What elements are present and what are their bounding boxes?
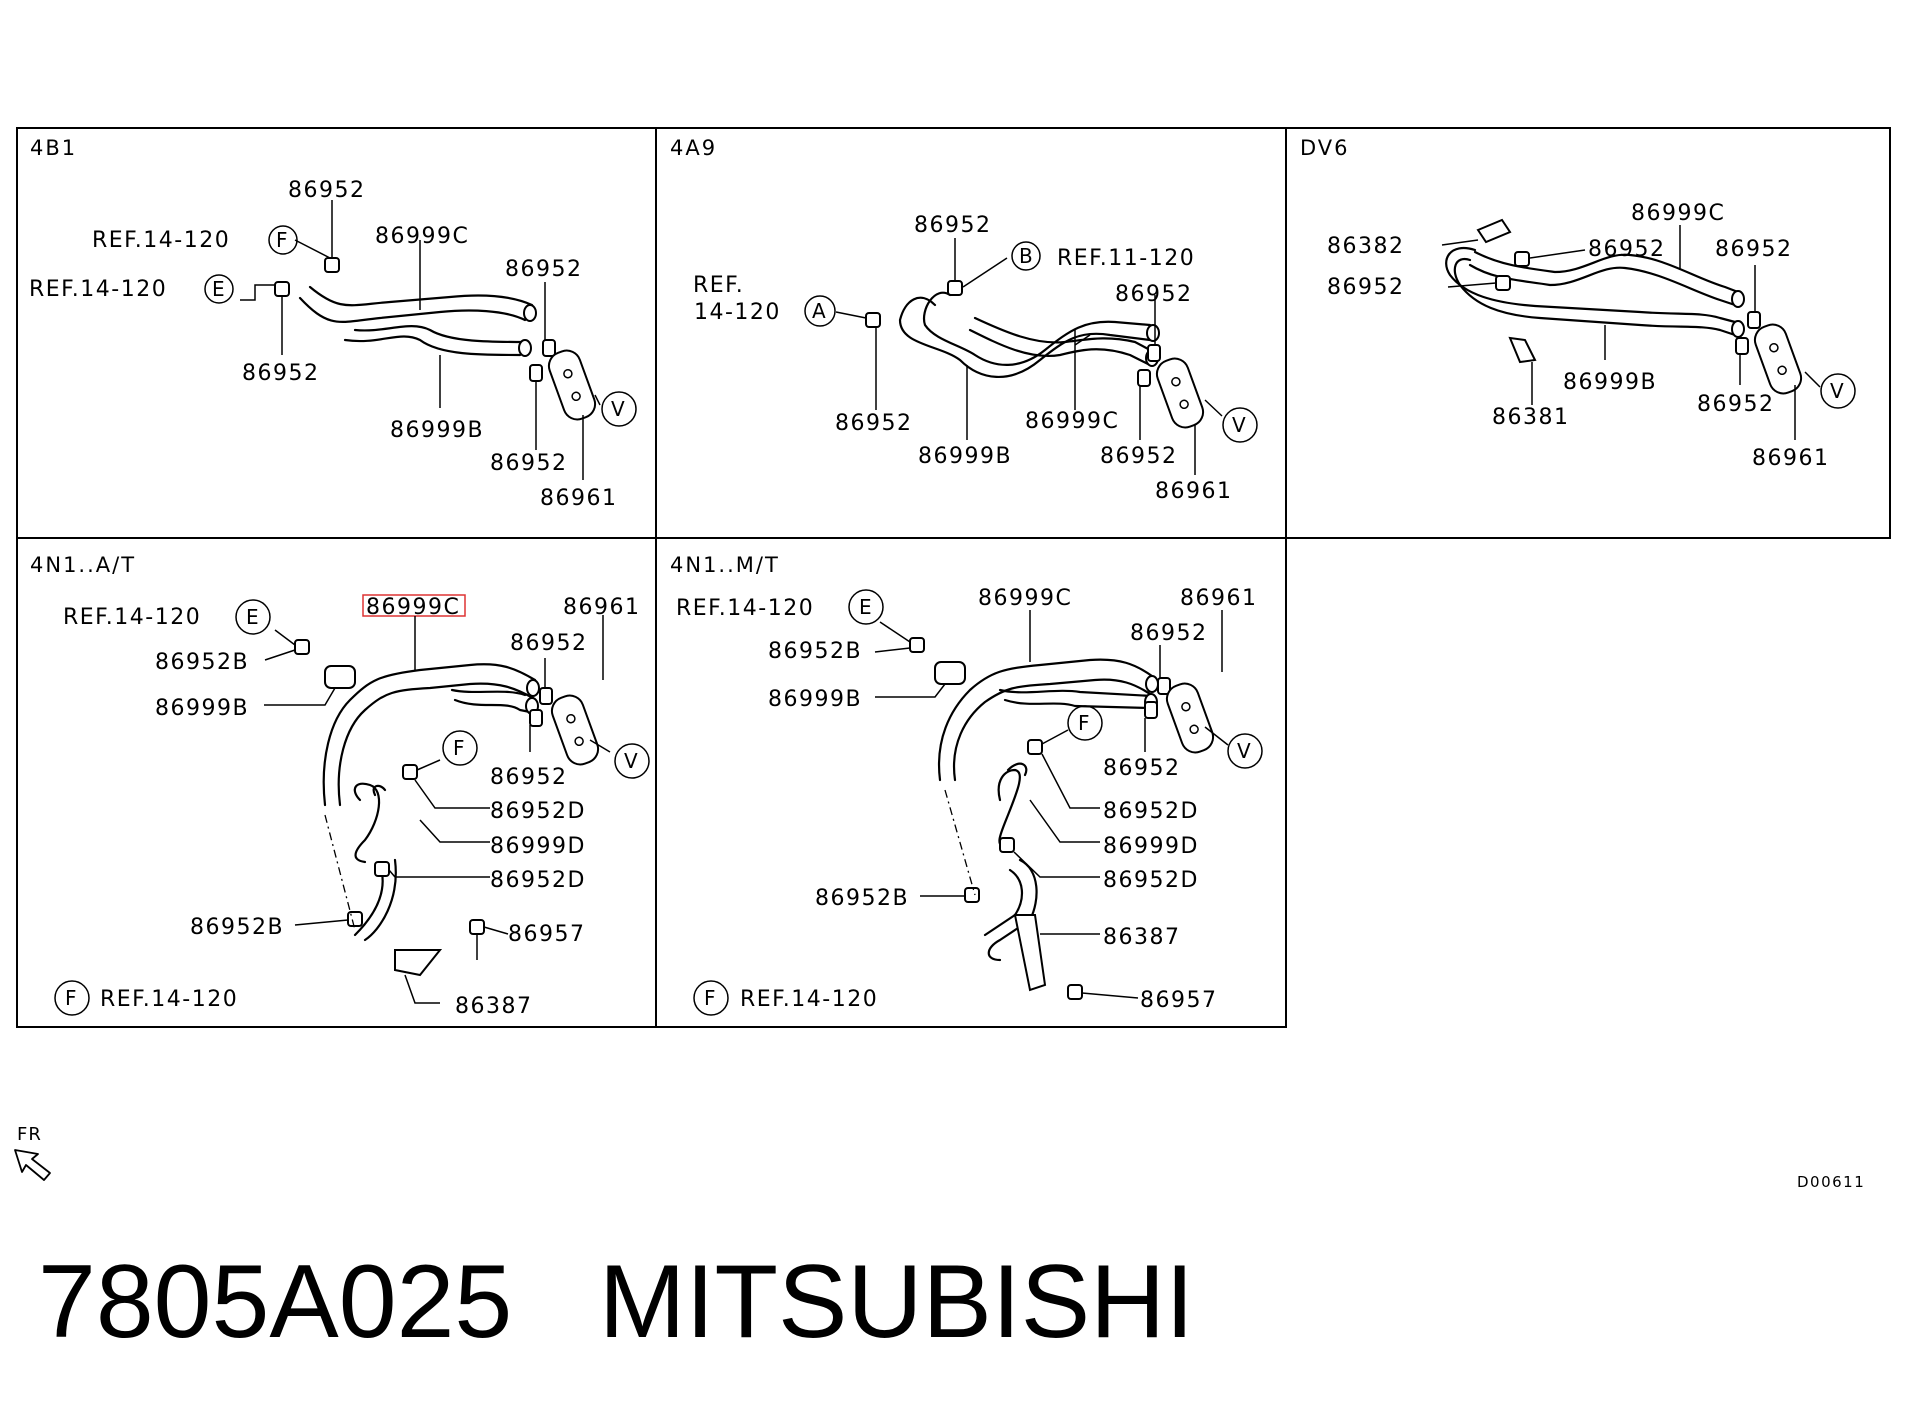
label: REF.11-120 — [1057, 246, 1195, 271]
label: 86952 — [510, 631, 588, 656]
label: 86952D — [490, 868, 586, 893]
ref-circle-label: B — [1019, 244, 1033, 268]
label: 86999C — [366, 595, 460, 620]
panel-dv6: DV6 86382 86999C 86952 86952 869 — [1300, 136, 1856, 471]
ref-circle-label: V — [1830, 379, 1844, 403]
panel-title: 4B1 — [30, 136, 77, 160]
panel-title: 4N1..A/T — [30, 553, 136, 577]
fr-label: FR — [17, 1124, 42, 1145]
panel-title: DV6 — [1300, 136, 1350, 160]
part-number-caption: 7805A025 MITSUBISHI — [38, 1244, 1195, 1360]
drawing-code: D00611 — [1797, 1173, 1865, 1191]
ref-circle-label: F — [65, 986, 77, 1010]
label: REF.14-120 — [92, 228, 230, 253]
label: 86952B — [815, 886, 909, 911]
ref-circle-label: E — [212, 277, 225, 301]
label: REF.14-120 — [100, 987, 238, 1012]
label: 86999B — [390, 418, 484, 443]
label: 86999C — [1025, 409, 1119, 434]
front-arrow-icon: FR — [14, 1124, 51, 1181]
label: 86952B — [768, 639, 862, 664]
label: 86952 — [1697, 392, 1775, 417]
label: 86961 — [563, 595, 641, 620]
panel-4b1: 4B1 86952 REF.14-120 — [29, 136, 637, 511]
label: 86961 — [1155, 479, 1233, 504]
panel-4n1-mt: 4N1..M/T — [670, 553, 1263, 1016]
label: 86961 — [1180, 586, 1258, 611]
label: 86999C — [375, 224, 469, 249]
label: 86952B — [155, 650, 249, 675]
label: REF.14-120 — [29, 277, 167, 302]
label: 86952 — [242, 361, 320, 386]
ref-circle-label: F — [453, 736, 465, 760]
label: 86999B — [155, 696, 249, 721]
label: 86957 — [508, 922, 586, 947]
panel-4n1-at: 4N1..A/T — [30, 553, 650, 1019]
panel-title: 4N1..M/T — [670, 553, 780, 577]
label: 86952D — [490, 799, 586, 824]
label: 86999B — [768, 687, 862, 712]
label: 86961 — [1752, 446, 1830, 471]
ref-circle-label: F — [1078, 711, 1090, 735]
label: 86999B — [1563, 370, 1657, 395]
label: 86387 — [1103, 925, 1181, 950]
label: 86952 — [1103, 756, 1181, 781]
label: 86957 — [1140, 988, 1218, 1013]
highlight-box — [362, 594, 466, 617]
label: 86952 — [1327, 275, 1405, 300]
label: REF.14-120 — [676, 596, 814, 621]
label: 86999C — [1631, 201, 1725, 226]
label: 86952 — [1130, 621, 1208, 646]
ref-circle-label: E — [859, 595, 872, 619]
label: 86382 — [1327, 234, 1405, 259]
label: 86952 — [1115, 282, 1193, 307]
label: REF.14-120 — [740, 987, 878, 1012]
label: 86952 — [914, 213, 992, 238]
ref-circle-label: V — [624, 749, 638, 773]
label: 86999D — [490, 834, 586, 859]
label: 86952 — [288, 178, 366, 203]
ref-circle-label: V — [1232, 413, 1246, 437]
label: 86952 — [1588, 237, 1666, 262]
ref-circle-label: F — [704, 986, 716, 1010]
label: REF.14-120 — [63, 605, 201, 630]
label: 86387 — [455, 994, 533, 1019]
label: 86952 — [1715, 237, 1793, 262]
ref-circle-label: V — [611, 397, 625, 421]
ref-circle-label: A — [812, 299, 826, 323]
label: 86952B — [190, 915, 284, 940]
label: 86952 — [835, 411, 913, 436]
label: 86952D — [1103, 799, 1199, 824]
panel-4a9: 4A9 86952 REF.11-120 REF. 14-12 — [670, 136, 1258, 504]
ref-circle-label: V — [1237, 739, 1251, 763]
label: 86961 — [540, 486, 618, 511]
panel-title: 4A9 — [670, 136, 717, 160]
label: 14-120 — [694, 300, 781, 325]
ref-circle-label: E — [246, 605, 259, 629]
label: 86999C — [978, 586, 1072, 611]
label: 86952 — [490, 765, 568, 790]
label: REF. — [693, 273, 744, 298]
label: 86381 — [1492, 405, 1570, 430]
label: 86999B — [918, 444, 1012, 469]
label: 86952 — [1100, 444, 1178, 469]
label: 86952 — [505, 257, 583, 282]
label: 86952 — [490, 451, 568, 476]
label: 86952D — [1103, 868, 1199, 893]
panel-frames — [16, 127, 1891, 1028]
label: 86999D — [1103, 834, 1199, 859]
ref-circle-label: F — [276, 228, 288, 252]
